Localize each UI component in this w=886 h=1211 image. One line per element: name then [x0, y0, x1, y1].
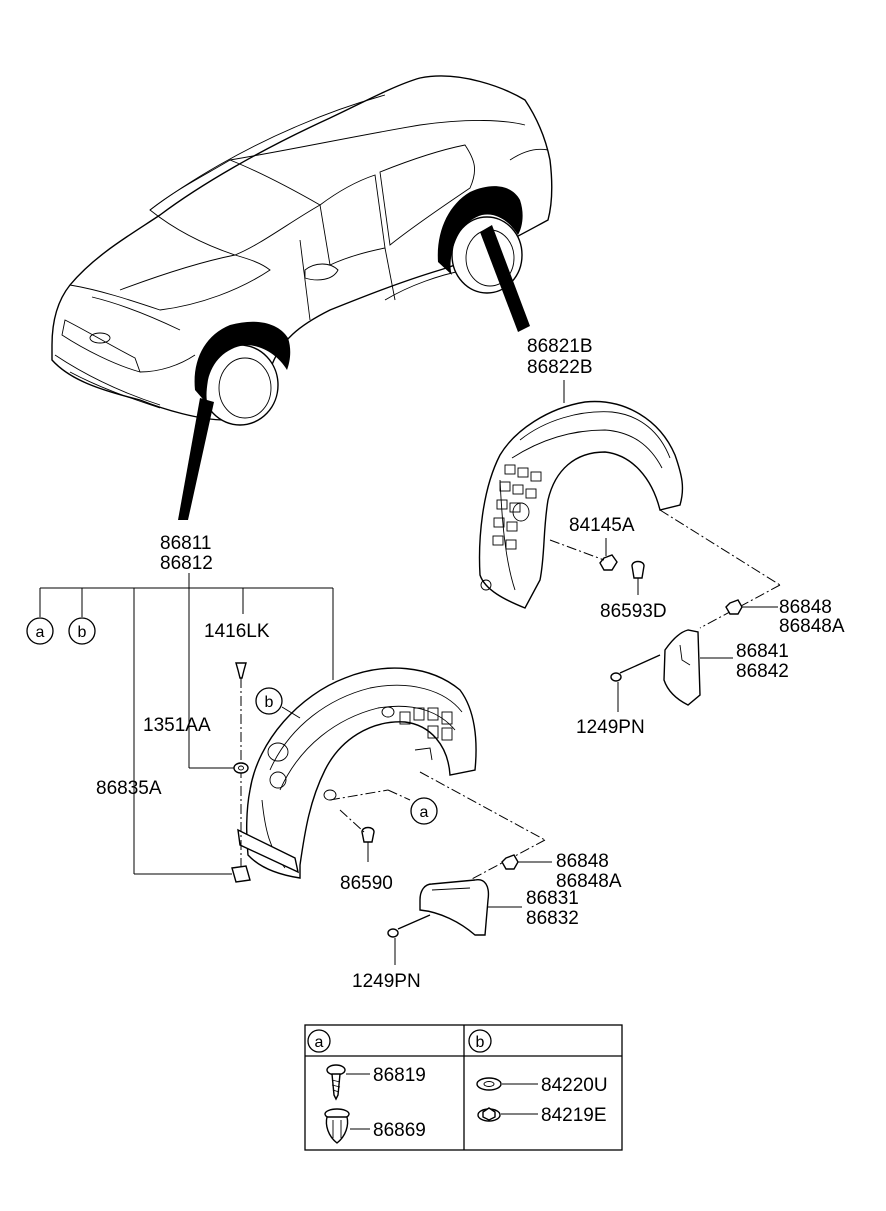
legend-b-item-2: 84219E: [541, 1105, 607, 1126]
legend-table: a b 86819 86869 8422: [304, 1024, 623, 1151]
front-screw-icon: [387, 914, 431, 938]
rear-liner-vents: [492, 464, 542, 550]
label-front-clip: 86590: [340, 873, 393, 894]
rear-clip-icon: [631, 560, 645, 579]
callout-a-left: a: [26, 617, 54, 645]
front-clip-icon: [361, 826, 375, 843]
label-front-grommet-1: 86848: [556, 851, 609, 872]
svg-text:b: b: [265, 694, 274, 711]
car-illustration: [51, 75, 553, 520]
callout-b-left: b: [68, 617, 96, 645]
svg-text:b: b: [78, 624, 87, 641]
label-front-flap-1: 86831: [526, 888, 579, 909]
label-rear-liner-2: 86822B: [527, 357, 593, 378]
front-liner-vents: [399, 707, 453, 741]
legend-b-item-1: 84220U: [541, 1075, 608, 1096]
front-liner-assembly: [39, 573, 552, 965]
svg-text:a: a: [36, 624, 45, 641]
front-bolt-icon: [235, 662, 247, 679]
label-front-bracket: 86835A: [96, 778, 162, 799]
svg-text:b: b: [476, 1034, 485, 1051]
label-front-washer: 1351AA: [143, 715, 211, 736]
front-washer-icon: [233, 762, 249, 774]
label-front-grommet-2: 86848A: [556, 871, 622, 892]
screw-icon: [326, 1064, 346, 1101]
rear-mudflap-icon: [663, 629, 701, 706]
label-front-screw: 1249PN: [352, 971, 421, 992]
front-mudflap-icon: [419, 879, 490, 936]
label-rear-grommet-1: 86848: [779, 597, 832, 618]
nut-icon: [477, 1107, 501, 1122]
legend-a-item-2: 86869: [373, 1120, 426, 1141]
label-front-flap-2: 86832: [526, 908, 579, 929]
front-bracket-icon: [231, 865, 251, 883]
rear-liner-assembly: [478, 380, 781, 712]
label-front-liner-2: 86812: [160, 553, 213, 574]
callout-a-liner: a: [410, 797, 438, 825]
label-rear-liner-1: 86821B: [527, 336, 593, 357]
legend-header-a: a: [307, 1029, 331, 1053]
label-rear-clip: 86593D: [600, 601, 667, 622]
label-front-liner-1: 86811: [160, 533, 211, 554]
label-front-bolt: 1416LK: [204, 621, 270, 642]
washer-icon: [476, 1077, 502, 1091]
rear-grommet-icon: [725, 599, 743, 615]
label-rear-flap-2: 86842: [736, 661, 789, 682]
svg-text:a: a: [420, 804, 429, 821]
label-rear-flap-1: 86841: [736, 641, 789, 662]
label-rear-screw: 1249PN: [576, 717, 645, 738]
callout-b-liner: b: [255, 687, 283, 715]
rear-screw-icon: [610, 654, 661, 682]
legend-a-item-1: 86819: [373, 1065, 426, 1086]
svg-text:a: a: [315, 1034, 324, 1051]
rear-nut-icon: [599, 554, 618, 571]
label-rear-nut: 84145A: [569, 515, 635, 536]
label-rear-grommet-2: 86848A: [779, 616, 845, 637]
legend-header-b: b: [468, 1029, 492, 1053]
front-grommet-icon: [501, 854, 519, 870]
push-clip-icon: [324, 1108, 350, 1144]
